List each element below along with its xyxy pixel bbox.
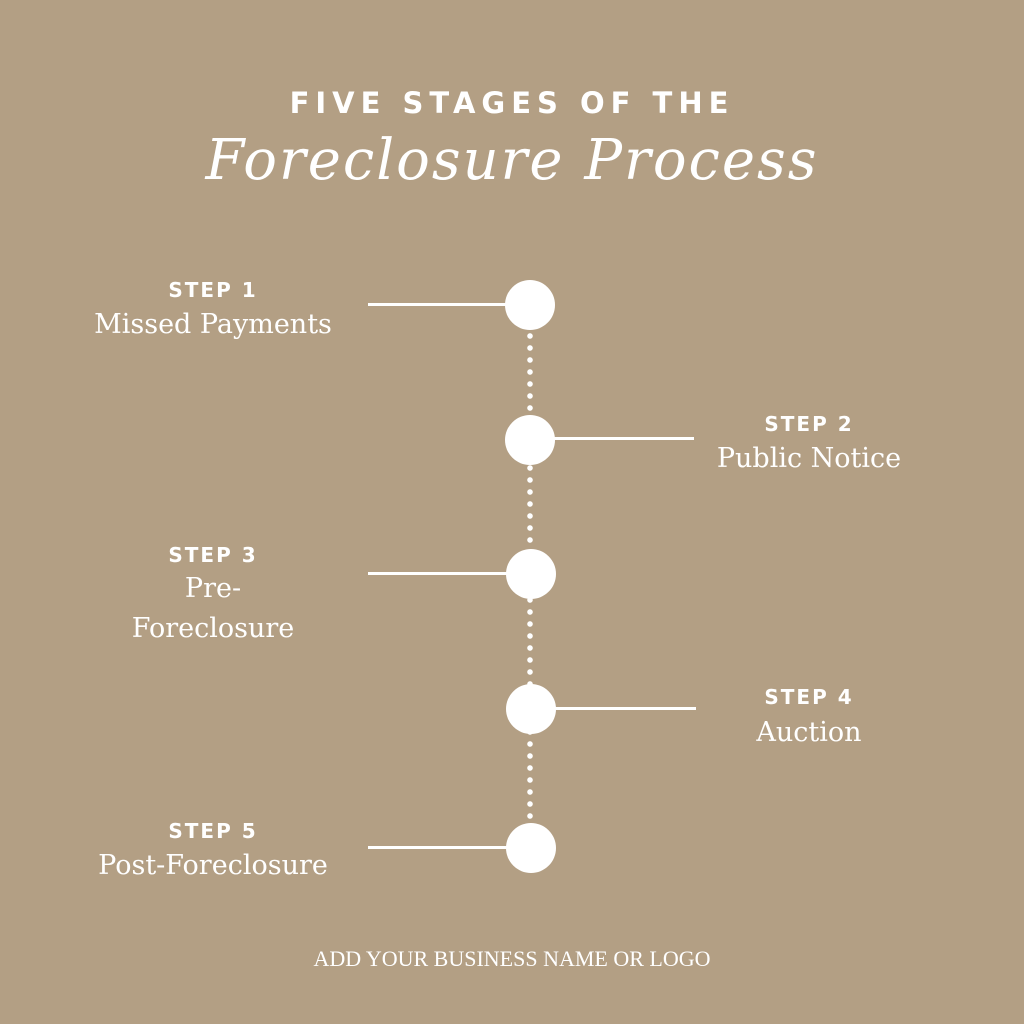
header-kicker: FIVE STAGES OF THE: [289, 86, 735, 120]
step-1-label: STEP 1: [168, 278, 258, 302]
step-2-name: Public Notice: [716, 443, 902, 474]
step-4-connector: [542, 707, 696, 710]
step-2-node: [505, 415, 555, 465]
business-name-placeholder: ADD YOUR BUSINESS NAME OR LOGO: [313, 946, 711, 971]
step-2-label: STEP 2: [764, 412, 854, 436]
step-3-node: [506, 549, 556, 599]
step-2-connector: [542, 437, 694, 440]
step-4-node: [506, 684, 556, 734]
step-3-label: STEP 3: [168, 543, 258, 567]
step-5-label: STEP 5: [168, 819, 258, 843]
step-5-node: [506, 823, 556, 873]
step-4-label: STEP 4: [764, 685, 854, 709]
step-4-name: Auction: [756, 717, 862, 748]
step-3-connector: [368, 572, 518, 575]
step-1-name: Missed Payments: [94, 309, 332, 340]
step-3-name: Pre-Foreclosure: [131, 573, 295, 644]
page-title: Foreclosure Process: [205, 128, 819, 193]
step-5-connector: [368, 846, 518, 849]
step-1-node: [505, 280, 555, 330]
step-1-connector: [368, 303, 518, 306]
step-5-name: Post-Foreclosure: [98, 850, 328, 881]
